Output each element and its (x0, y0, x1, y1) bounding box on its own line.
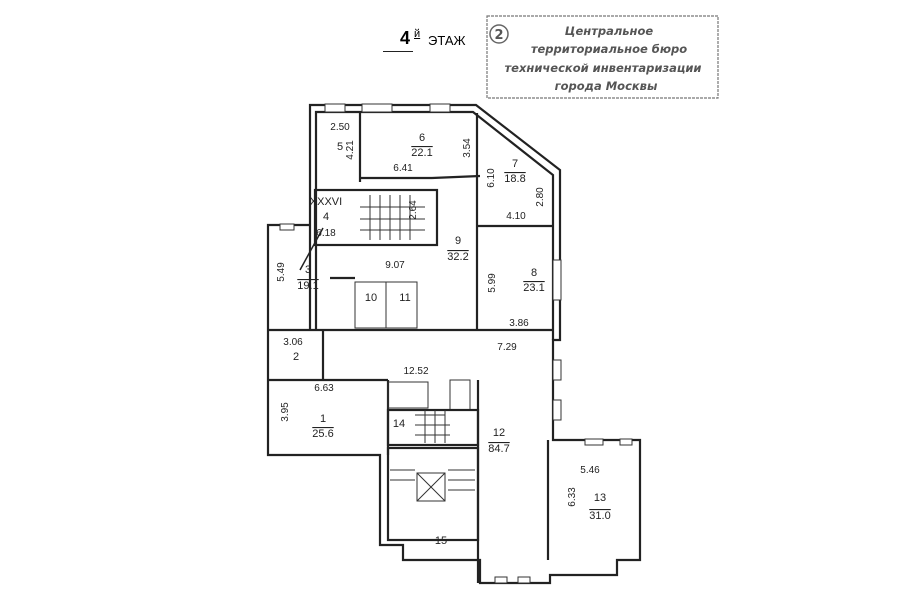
staircase (360, 195, 475, 491)
room-4-number: 4 (323, 211, 329, 223)
dim-12-52: 12.52 (403, 366, 428, 377)
dim-4-10: 4.10 (506, 211, 526, 222)
dim-6-33: 6.33 (567, 487, 578, 507)
room-6-area: 22.1 (411, 147, 432, 159)
room-8-number: 8 (531, 267, 537, 279)
dim-2-64: 2.64 (408, 200, 419, 220)
stamp-line-2: территориальное бюро (531, 42, 687, 56)
floor-title: 4 й ЭТАЖ (383, 28, 473, 54)
room-3-number: 3 (305, 264, 311, 276)
dim-5-99: 5.99 (487, 273, 498, 293)
floor-number: 4 (400, 28, 411, 48)
walls (266, 103, 642, 585)
elevator (416, 472, 446, 502)
dim-2-50: 2.50 (330, 122, 350, 133)
dim-3-95: 3.95 (280, 402, 291, 422)
room-7-number: 7 (512, 158, 518, 170)
room-6-number: 6 (419, 132, 425, 144)
dimension-labels: 2.50 4.21 3.54 6.41 6.10 2.80 4.10 6.18 … (276, 122, 600, 507)
windows (279, 103, 633, 584)
room-14-number: 14 (393, 418, 405, 430)
dim-6-63: 6.63 (314, 383, 334, 394)
room-11-number: 11 (399, 292, 410, 304)
room-1-number: 1 (320, 413, 326, 425)
room-9-number: 9 (455, 235, 461, 247)
floor-word: ЭТАЖ (428, 33, 466, 48)
room-labels: 5 6 22.1 7 18.8 XXXVI 4 9 32.2 3 19.1 10… (293, 132, 611, 547)
room-4-roman: XXXVI (310, 196, 342, 208)
dim-3-06: 3.06 (283, 337, 303, 348)
dim-6-10: 6.10 (486, 168, 497, 188)
room-10-number: 10 (365, 292, 377, 304)
room-5-number: 5 (337, 141, 343, 153)
stamp-number: 2 (494, 28, 503, 43)
room-12-number: 12 (493, 427, 505, 439)
stamp-line-3: технической инвентаризации (505, 61, 702, 75)
stamp-number-circle (489, 24, 509, 44)
stamp-line-1: Центральное (565, 24, 654, 38)
dim-5-46: 5.46 (580, 465, 600, 476)
inventory-stamp: 2 Центральное территориальное бюро техни… (486, 15, 719, 99)
dim-9-07: 9.07 (385, 260, 405, 271)
dim-3-54: 3.54 (462, 138, 473, 158)
room-13-area: 31.0 (589, 510, 610, 522)
dim-6-18: 6.18 (316, 228, 336, 239)
room-12-area: 84.7 (488, 443, 509, 455)
room-7-area: 18.8 (504, 173, 525, 185)
dim-6-41: 6.41 (393, 163, 413, 174)
room-8-area: 23.1 (523, 282, 544, 294)
dim-4-21: 4.21 (345, 140, 356, 160)
room-9-area: 32.2 (447, 251, 468, 263)
stamp-line-4: города Москвы (555, 79, 658, 93)
floor-underline (383, 51, 413, 52)
room-3-area: 19.1 (297, 280, 318, 292)
room-2-number: 2 (293, 351, 299, 363)
dim-5-49: 5.49 (276, 262, 287, 282)
room-13-number: 13 (594, 492, 606, 504)
room-15-number: 15 (435, 535, 447, 547)
dim-2-80: 2.80 (535, 187, 546, 207)
floor-suffix: й (414, 28, 421, 40)
dim-3-86: 3.86 (509, 318, 529, 329)
room-1-area: 25.6 (312, 428, 333, 440)
dim-7-29: 7.29 (497, 342, 517, 353)
